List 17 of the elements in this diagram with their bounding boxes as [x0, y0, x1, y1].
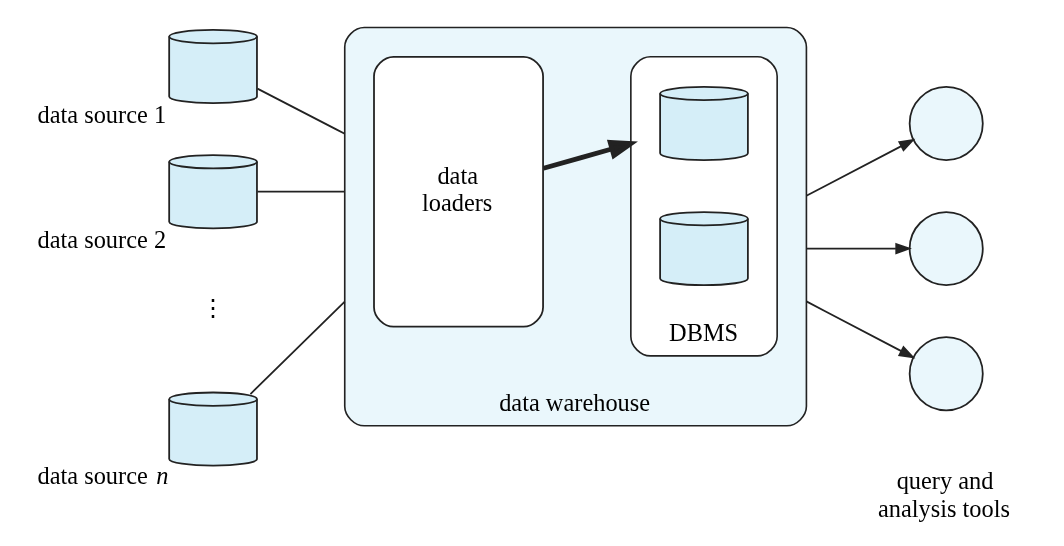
connector [256, 190, 346, 193]
arrow [542, 139, 638, 171]
node-label: data source 2 [37, 225, 166, 253]
node-circle [908, 336, 984, 412]
label: ⋮ [200, 294, 225, 322]
connector [249, 300, 346, 395]
arrow [805, 242, 912, 255]
arrow [805, 300, 915, 359]
connector [256, 87, 346, 135]
label: query and analysis tools [877, 467, 1010, 522]
node-label: data source n [37, 461, 168, 489]
cluster: DBMS [629, 55, 778, 357]
arrow [805, 138, 915, 197]
node-circle [908, 211, 984, 287]
node-label: data source 1 [37, 100, 166, 128]
node-circle [908, 85, 984, 161]
node-box: data loaders [372, 55, 544, 328]
